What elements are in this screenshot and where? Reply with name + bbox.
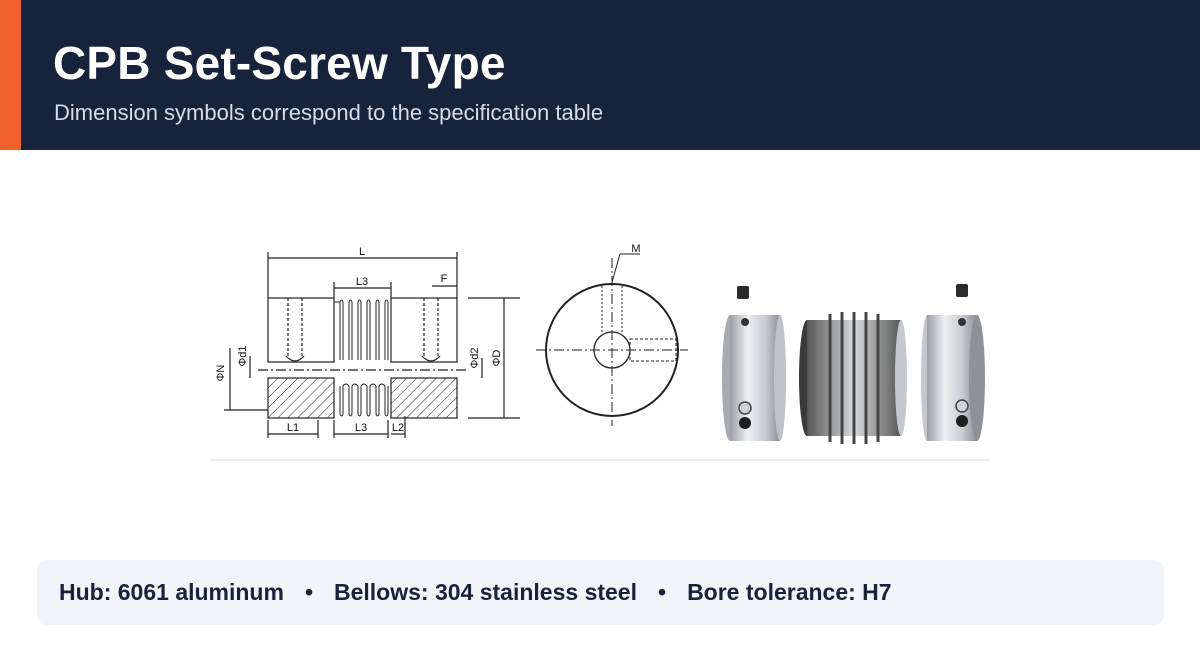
dim-label-L3-bottom: L3 xyxy=(355,422,367,434)
dim-label-M: M xyxy=(631,243,640,255)
coupling-figure: L L3 F L1 L3 L2 ΦN Φd1 Φd2 ΦD M xyxy=(200,238,1000,468)
spec-hub: Hub: 6061 aluminum xyxy=(59,579,284,605)
header: CPB Set-Screw Type Dimension symbols cor… xyxy=(0,0,1200,150)
end-view xyxy=(536,253,688,426)
dim-label-L2: L2 xyxy=(392,422,404,434)
side-section-view xyxy=(224,252,520,438)
page-title: CPB Set-Screw Type xyxy=(53,37,506,89)
spec-bore-tolerance: Bore tolerance: H7 xyxy=(687,579,892,605)
dim-label-L3-top: L3 xyxy=(356,276,368,288)
separator-dot: • xyxy=(304,579,313,605)
accent-bar xyxy=(0,0,21,150)
dim-label-phi-D: ΦD xyxy=(491,350,503,367)
dim-label-phi-d2: Φd2 xyxy=(469,347,481,368)
spec-bar: Hub: 6061 aluminum • Bellows: 304 stainl… xyxy=(37,560,1164,625)
dim-label-phi-d1: Φd1 xyxy=(237,345,249,366)
spec-bellows: Bellows: 304 stainless steel xyxy=(334,579,637,605)
page-subtitle: Dimension symbols correspond to the spec… xyxy=(54,100,604,125)
dim-label-phi-N: ΦN xyxy=(215,365,227,382)
separator-dot: • xyxy=(658,579,667,605)
dim-label-F: F xyxy=(441,273,448,285)
dim-label-L1: L1 xyxy=(287,422,299,434)
dim-label-L: L xyxy=(359,246,365,258)
coupling-parts-illustration xyxy=(722,284,985,444)
